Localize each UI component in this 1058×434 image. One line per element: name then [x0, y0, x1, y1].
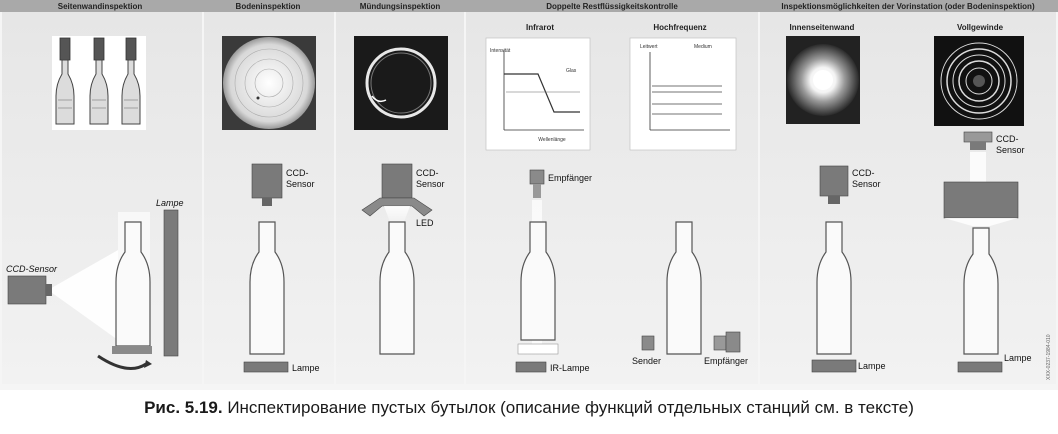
ccd-sensor-side: [7, 275, 47, 305]
label-ccd-thread-2: Sensor: [996, 145, 1025, 155]
turntable: [112, 346, 152, 354]
caption-prefix: Рис. 5.19.: [144, 398, 223, 417]
bottle: [249, 221, 285, 355]
label-ccd-side: CCD-Sensor: [6, 264, 58, 274]
header-mouth: Mündungsinspektion: [360, 2, 441, 11]
subheader-inner-wall: Innenseitenwand: [790, 23, 855, 32]
ir-lamp: [515, 361, 547, 373]
lamp-panel: [163, 209, 179, 357]
label-lampe-side: Lampe: [156, 198, 184, 208]
photo-thread: [934, 36, 1024, 126]
bottle: [379, 221, 415, 355]
hf-y-label: Leitwert: [640, 44, 658, 50]
hf-receiver: [725, 331, 741, 353]
lamp-base: [243, 361, 289, 373]
subheader-thread: Vollgewinde: [957, 23, 1004, 32]
header-banner: [0, 0, 1058, 12]
rotation-arrow: [97, 354, 147, 370]
subheader-hf: Hochfrequenz: [653, 23, 706, 32]
ccd-sensor-base: [251, 163, 283, 199]
photo-side-wall: [52, 36, 146, 130]
receiver-ir: [529, 169, 545, 185]
lamp-thread: [957, 361, 1003, 373]
inspection-diagram: Seitenwandinspektion Bodeninspektion Mün…: [0, 0, 1058, 384]
label-sender: Sender: [632, 356, 661, 366]
hf-top-label: Medium: [694, 44, 712, 50]
header-base: Bodeninspektion: [236, 2, 301, 11]
label-ccd-inner-1: CCD-: [852, 168, 875, 178]
led-ring: [361, 197, 433, 217]
photo-mouth: [354, 36, 448, 130]
station-base: CCD- Sensor Lampe: [243, 163, 320, 373]
hf-sender: [641, 335, 655, 351]
label-empfaenger-ir: Empfänger: [548, 173, 592, 183]
ccd-sensor-mouth: [381, 163, 413, 199]
bottle: [963, 227, 999, 355]
hf-graph: Leitwert Medium: [629, 37, 737, 151]
ir-y-label: Intensität: [490, 48, 511, 54]
label-lampe-base: Lampe: [292, 363, 320, 373]
label-empfaenger-hf: Empfänger: [704, 356, 748, 366]
figure-caption: Рис. 5.19. Инспектирование пустых бутыло…: [0, 398, 1058, 418]
station-inner-wall: CCD- Sensor Lampe: [811, 165, 886, 373]
bottle: [666, 221, 702, 355]
label-led: LED: [416, 218, 434, 228]
label-ccd-base-2: Sensor: [286, 179, 315, 189]
station-hf: Sender Empfänger: [632, 221, 748, 366]
station-side-wall: Lampe CCD-Sensor: [6, 198, 184, 370]
thread-illuminator: [943, 181, 1019, 219]
label-ccd-mouth-1: CCD-: [416, 168, 439, 178]
header-options: Inspektionsmöglichkeiten der Vorinstatio…: [781, 2, 1035, 11]
label-lampe-thread: Lampe: [1004, 353, 1032, 363]
station-infrared: Empfänger IR-Lampe: [515, 169, 592, 373]
photo-base: [222, 36, 316, 130]
side-code: XXX-0237-1984-010: [1046, 334, 1052, 380]
label-ccd-mouth-2: Sensor: [416, 179, 445, 189]
subheader-infrared: Infrarot: [526, 23, 554, 32]
bottle: [816, 221, 852, 355]
label-ir-lampe: IR-Lampe: [550, 363, 590, 373]
station-mouth: CCD- Sensor LED: [361, 163, 445, 355]
header-residual: Doppelte Restflüssigkeitskontrolle: [546, 2, 678, 11]
ir-x-label: Wellenlänge: [538, 137, 566, 143]
label-lampe-inner: Lampe: [858, 361, 886, 371]
label-ccd-inner-2: Sensor: [852, 179, 881, 189]
ccd-sensor-inner: [819, 165, 849, 197]
photo-inner-wall: [786, 36, 860, 124]
header-side-wall: Seitenwandinspektion: [58, 2, 143, 11]
label-ccd-base-1: CCD-: [286, 168, 309, 178]
ir-graph: Intensität Glas Wellenlänge: [485, 37, 591, 151]
label-ccd-thread-1: CCD-: [996, 134, 1019, 144]
lamp-inner: [811, 359, 857, 373]
station-thread: CCD- Sensor Lampe: [943, 131, 1032, 373]
caption-text: Инспектирование пустых бутылок (описание…: [227, 398, 914, 417]
ir-curve-label: Glas: [566, 68, 577, 74]
bottle: [520, 221, 556, 341]
